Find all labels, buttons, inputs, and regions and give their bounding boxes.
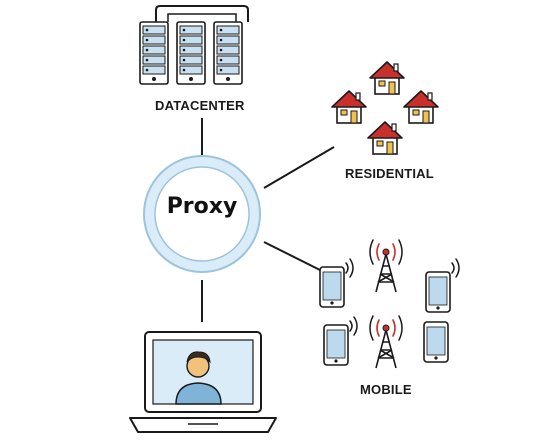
residential-label: RESIDENTIAL — [345, 166, 434, 181]
line-residential — [263, 146, 335, 189]
connector-lines — [201, 118, 335, 322]
datacenter-label: DATACENTER — [155, 98, 245, 113]
proxy-node — [143, 155, 261, 273]
proxy-label: Proxy — [166, 194, 238, 219]
server-rack-icon — [139, 5, 249, 85]
house-icon — [331, 61, 439, 155]
laptop-user-icon — [129, 331, 277, 433]
cell-tower-icon — [369, 239, 403, 369]
line-mobile — [263, 241, 321, 271]
mobile-label: MOBILE — [360, 382, 412, 397]
